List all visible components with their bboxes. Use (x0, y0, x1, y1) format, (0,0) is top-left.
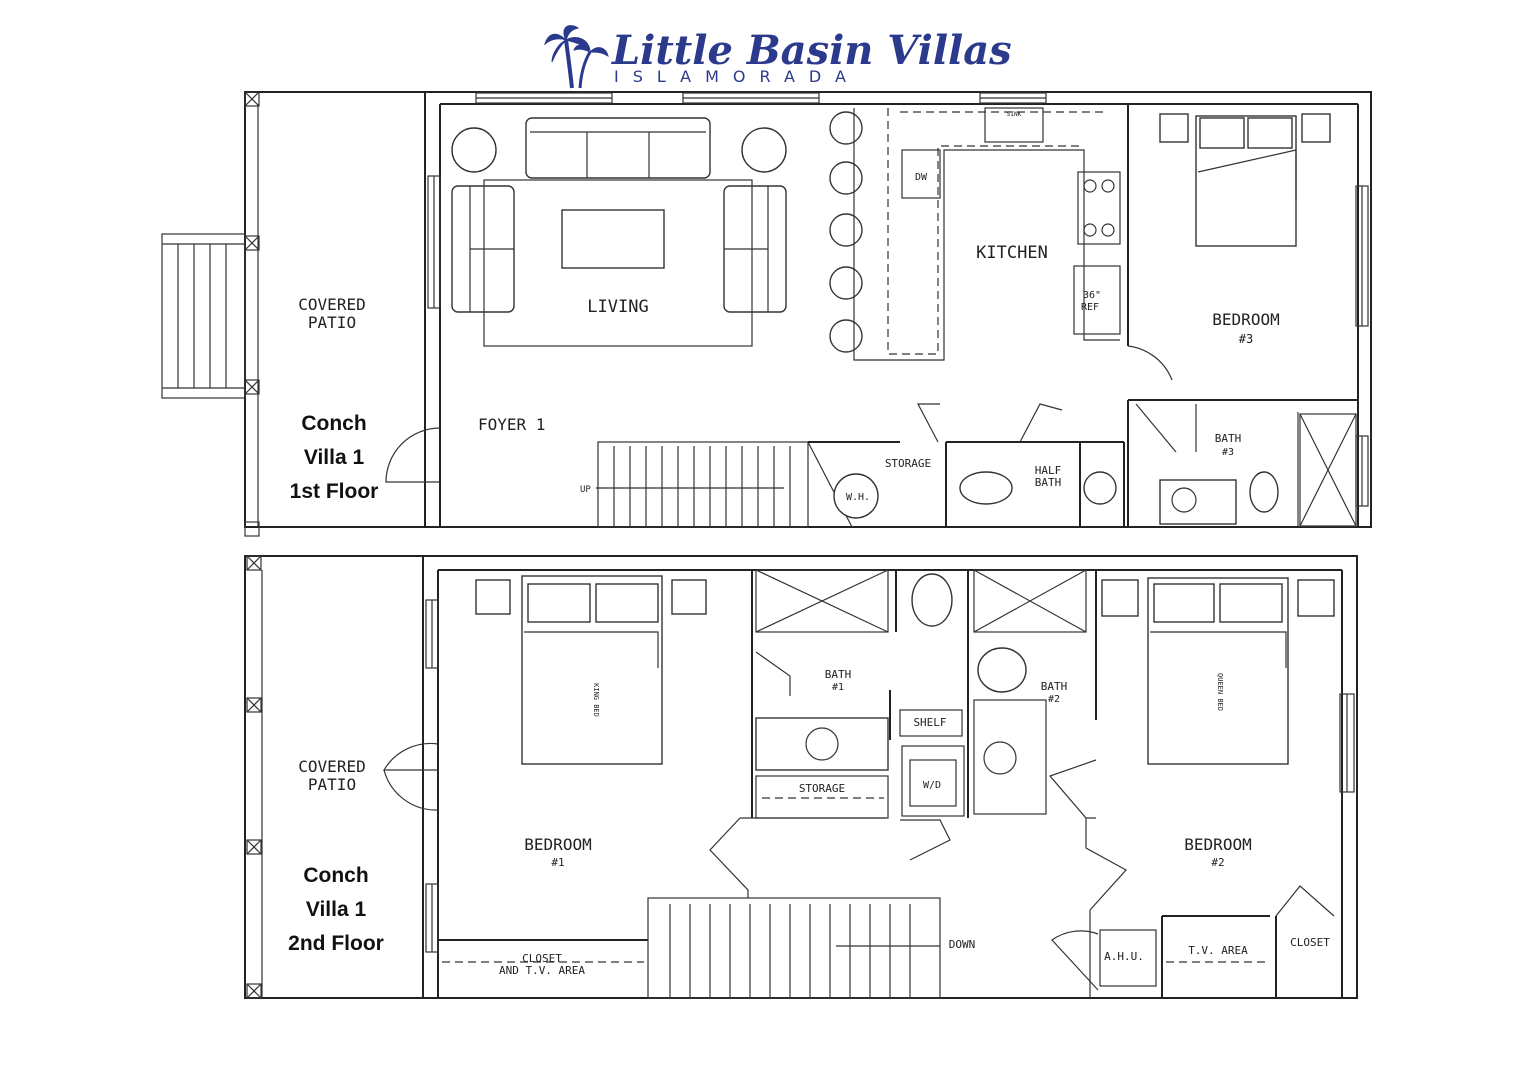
ref-label-2: REF (1081, 302, 1099, 313)
bath1-label: BATH (825, 668, 852, 681)
patio-door (382, 742, 439, 771)
bedroom1-label: BEDROOM (524, 835, 591, 854)
villa-label-line-3: 1st Floor (290, 480, 379, 503)
foyer-label: FOYER 1 (478, 415, 545, 434)
bed1-label: KING BED (592, 683, 600, 717)
palm-tree-icon (544, 25, 609, 89)
villa-label-2f-line-2: Villa 1 (306, 898, 367, 921)
wd-label: W/D (923, 780, 941, 791)
bath3-label: BATH (1215, 432, 1242, 445)
half-bath-toilet (959, 471, 1013, 505)
air-handler (1099, 929, 1157, 987)
washer-dryer (901, 745, 965, 817)
brand-logo: Little Basin Villas ISLAMORADA (544, 25, 1012, 89)
sink-label: SINK (1007, 111, 1022, 118)
brand-name: Little Basin Villas (611, 27, 1012, 74)
bedroom1-bed (475, 575, 707, 765)
first-floor-plan: COVERED PATIO Conch Villa 1 1st Floor LI… (161, 91, 1372, 537)
range (1077, 171, 1121, 245)
tv-area-label: T.V. AREA (1188, 944, 1248, 957)
kitchen-counters (853, 107, 1121, 361)
half-bath-sink (1083, 471, 1117, 505)
bath1-number: #1 (832, 682, 844, 693)
bath2-number: #2 (1048, 694, 1060, 705)
water-heater (833, 473, 879, 519)
bedroom3-bed (1159, 113, 1331, 247)
bedroom1-number: #1 (551, 856, 564, 869)
bed2-label: QUEEN BED (1216, 673, 1224, 711)
closet-tv-label: CLOSET (522, 952, 562, 965)
villa-label-line-1: Conch (301, 412, 366, 435)
villa-label-2f-line-1: Conch (303, 864, 368, 887)
storage-label: STORAGE (885, 457, 931, 470)
bedroom2-label: BEDROOM (1184, 835, 1251, 854)
second-floor-plan: COVERED PATIO Conch Villa 1 2nd Floor BE… (244, 555, 1358, 999)
bedroom2-bed (1101, 577, 1335, 765)
covered-patio-label-2: PATIO (308, 313, 356, 332)
kitchen-label: KITCHEN (976, 243, 1048, 263)
entry-steps (161, 233, 246, 399)
shelf-label: SHELF (913, 716, 946, 729)
entry-door (385, 427, 441, 483)
covered-patio-label: COVERED (298, 295, 365, 314)
closet-tv-label-2: AND T.V. AREA (499, 964, 585, 977)
bedroom3-label: BEDROOM (1212, 310, 1279, 329)
living-label: LIVING (587, 297, 648, 317)
stairs-down (647, 897, 941, 999)
bar-stools (829, 111, 863, 353)
closet-label: CLOSET (1290, 936, 1330, 949)
half-bath-label-2: BATH (1035, 476, 1062, 489)
water-heater-label: W.H. (846, 492, 870, 503)
ref-label: 36" (1083, 290, 1101, 301)
bath1-toilet (911, 573, 953, 627)
bath2-toilet (977, 647, 1027, 693)
covered-patio-label-2f: COVERED (298, 757, 365, 776)
brand-location: ISLAMORADA (614, 67, 860, 86)
covered-patio-label-2f-2: PATIO (308, 775, 356, 794)
stairs-up (596, 441, 853, 528)
bedroom2-number: #2 (1211, 856, 1224, 869)
refrigerator (1073, 265, 1121, 335)
storage-label-2f: STORAGE (799, 782, 845, 795)
living-furniture (451, 117, 787, 347)
half-bath-label: HALF (1035, 464, 1062, 477)
bath2-label: BATH (1041, 680, 1068, 693)
villa-label-line-2: Villa 1 (304, 446, 365, 469)
villa-label-2f-line-3: 2nd Floor (288, 932, 384, 955)
stairs-up-label: UP (580, 485, 591, 495)
kitchen-sink (984, 107, 1044, 143)
ahu-label: A.H.U. (1104, 950, 1144, 963)
dishwasher (901, 149, 941, 199)
bath3-number: #3 (1222, 447, 1234, 458)
stairs-down-label: DOWN (949, 938, 976, 951)
dishwasher-label: DW (915, 172, 928, 183)
bedroom3-number: #3 (1239, 332, 1253, 346)
